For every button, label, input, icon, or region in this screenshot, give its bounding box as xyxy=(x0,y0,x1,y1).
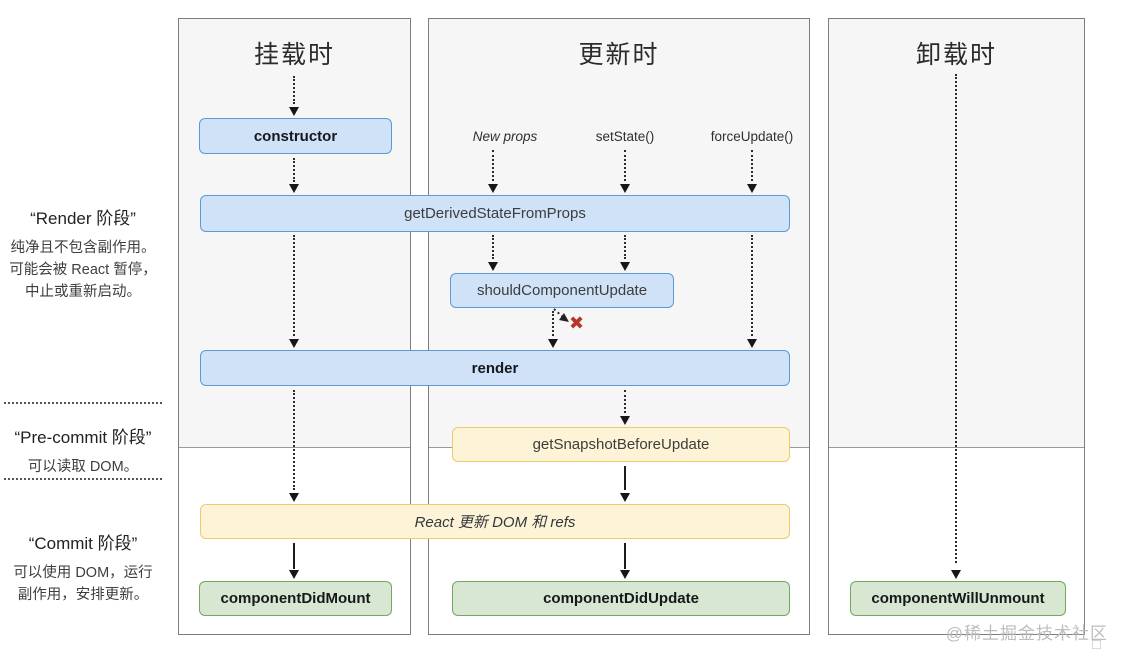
arrowhead xyxy=(620,262,630,271)
pre-commit-phase-title: “Pre-commit 阶段” xyxy=(14,428,152,447)
arrow-mount-title-to-constructor xyxy=(293,76,295,104)
pre-commit-phase-label: “Pre-commit 阶段” 可以读取 DOM。 xyxy=(0,423,166,478)
arrowhead xyxy=(548,339,558,348)
arrow-setstate-to-gdsfp xyxy=(624,150,626,181)
column-title-updating: 更新时 xyxy=(578,41,660,69)
arrowhead xyxy=(289,339,299,348)
arrow-reactupdates-to-didupdate xyxy=(624,543,626,569)
watermark-missing-glyph: □ xyxy=(1092,636,1103,653)
watermark-text: @稀土掘金技术社区 xyxy=(945,624,1108,643)
abort-branch-arrow xyxy=(553,308,569,322)
arrowhead xyxy=(289,107,299,116)
column-title-unmounting: 卸载时 xyxy=(915,41,997,69)
abort-x-icon: ✖ xyxy=(569,313,585,333)
arrowhead xyxy=(488,184,498,193)
column-title-mounting: 挂载时 xyxy=(253,41,335,69)
arrowhead xyxy=(620,184,630,193)
node-componentdidmount[interactable]: componentDidMount xyxy=(199,581,392,616)
arrow-gdsfp-to-shouldupdate-right xyxy=(624,235,626,259)
trigger-forceupdate: forceUpdate() xyxy=(710,129,794,144)
phase-divider xyxy=(4,402,162,404)
node-shouldcomponentupdate[interactable]: shouldComponentUpdate xyxy=(450,273,674,308)
arrowhead xyxy=(620,493,630,502)
commit-phase-desc-line: 可以使用 DOM，运行 xyxy=(13,565,153,581)
render-phase-desc-line: 可能会被 React 暂停， xyxy=(9,262,157,278)
arrow-render-to-reactupdates-mount xyxy=(293,390,295,490)
render-phase-desc-line: 中止或重新启动。 xyxy=(25,284,141,300)
arrowhead xyxy=(289,570,299,579)
arrowhead xyxy=(747,339,757,348)
arrow-unmount-title-to-willunmount xyxy=(955,74,957,563)
arrow-newprops-to-gdsfp xyxy=(492,150,494,181)
arrow-reactupdates-to-didmount xyxy=(293,543,295,569)
arrowhead xyxy=(747,184,757,193)
arrow-gdsfp-to-render-mount xyxy=(293,235,295,336)
trigger-setstate: setState() xyxy=(595,129,655,144)
arrowhead xyxy=(488,262,498,271)
arrowhead xyxy=(289,493,299,502)
arrow-gdsfp-to-shouldupdate-left xyxy=(492,235,494,259)
node-getsnapshotbeforeupdate[interactable]: getSnapshotBeforeUpdate xyxy=(452,427,790,462)
arrow-getsnapshot-to-reactupdates xyxy=(624,466,626,490)
node-render[interactable]: render xyxy=(200,350,790,386)
arrowhead xyxy=(620,416,630,425)
arrow-constructor-to-gdsfp xyxy=(293,158,295,182)
phase-divider xyxy=(4,478,162,480)
arrow-forceupdate-to-render xyxy=(751,235,753,336)
render-phase-label: “Render 阶段” 纯净且不包含副作用。 可能会被 React 暂停， 中止… xyxy=(0,204,166,303)
arrow-shouldupdate-to-render xyxy=(552,311,554,336)
trigger-new-props: New props xyxy=(472,129,538,144)
node-getderivedstatefromprops[interactable]: getDerivedStateFromProps xyxy=(200,195,790,232)
commit-phase-label: “Commit 阶段” 可以使用 DOM，运行 副作用，安排更新。 xyxy=(0,529,166,606)
node-constructor[interactable]: constructor xyxy=(199,118,392,154)
arrow-render-to-getsnapshot xyxy=(624,390,626,413)
render-phase-title: “Render 阶段” xyxy=(30,209,136,228)
arrowhead xyxy=(289,184,299,193)
commit-phase-title: “Commit 阶段” xyxy=(28,534,138,553)
node-componentwillunmount[interactable]: componentWillUnmount xyxy=(850,581,1066,616)
node-react-updates-dom: React 更新 DOM 和 refs xyxy=(200,504,790,539)
commit-phase-desc-line: 副作用，安排更新。 xyxy=(17,587,149,603)
node-componentdidupdate[interactable]: componentDidUpdate xyxy=(452,581,790,616)
pre-commit-phase-desc-line: 可以读取 DOM。 xyxy=(27,459,139,475)
arrow-forceupdate-to-gdsfp xyxy=(751,150,753,181)
arrowhead xyxy=(620,570,630,579)
render-phase-desc-line: 纯净且不包含副作用。 xyxy=(10,240,156,256)
arrowhead xyxy=(951,570,961,579)
